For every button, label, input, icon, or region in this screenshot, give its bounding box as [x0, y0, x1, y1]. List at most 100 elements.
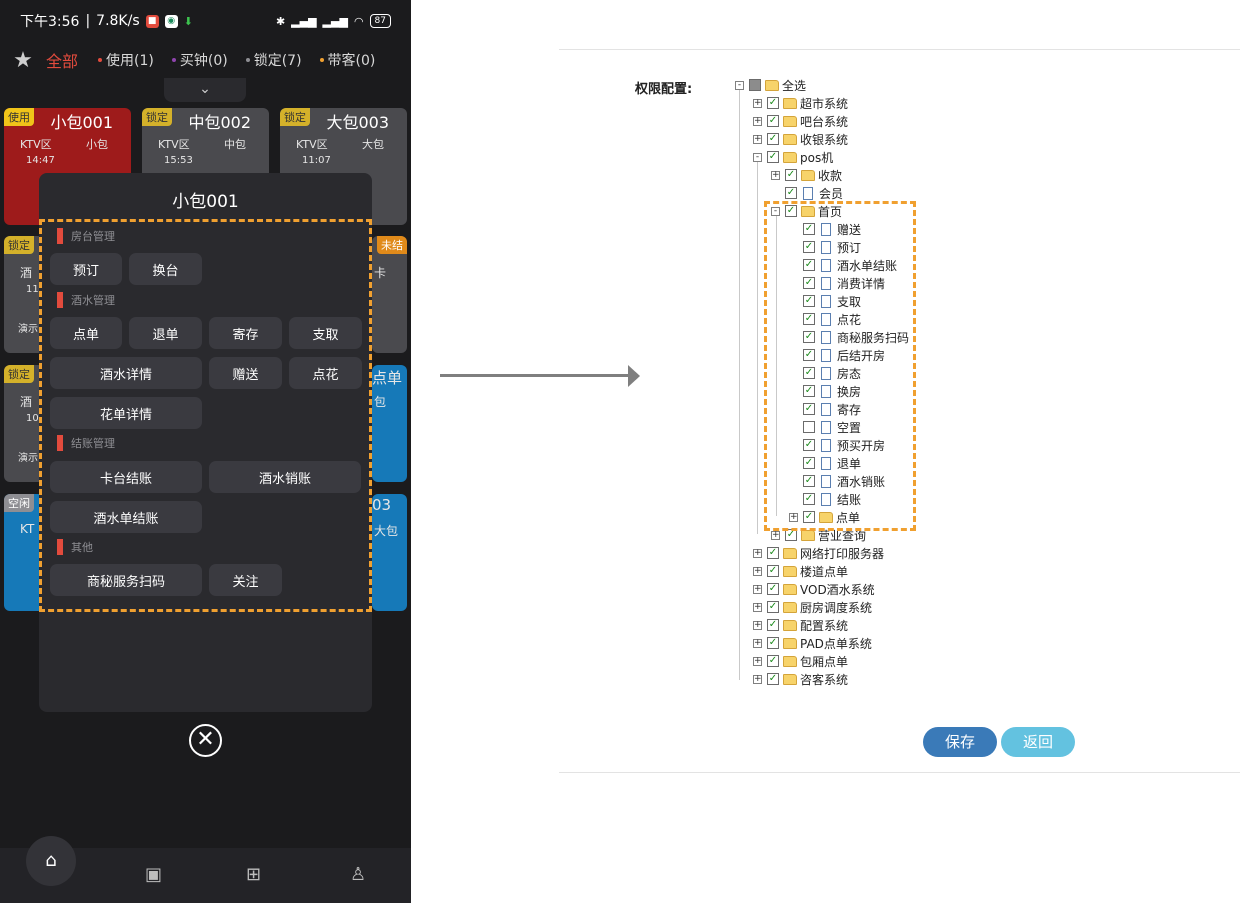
collapse-icon[interactable]: -	[753, 152, 762, 162]
tree-node[interactable]: +✓厨房调度系统	[753, 598, 872, 616]
return-order-button[interactable]: 退单	[129, 317, 202, 349]
filter-locked[interactable]: 锁定(7)	[245, 50, 302, 70]
tree-checkbox[interactable]: ✓	[767, 115, 779, 127]
room-card[interactable]: 03 大包	[372, 494, 407, 611]
drink-writeoff-button[interactable]: 酒水销账	[209, 461, 361, 493]
back-button[interactable]: 返回	[1001, 727, 1075, 757]
expand-icon[interactable]: +	[789, 511, 798, 522]
tree-checkbox[interactable]	[803, 421, 815, 433]
tree-node[interactable]: ✓商秘服务扫码	[789, 328, 909, 346]
tree-checkbox[interactable]: ✓	[803, 331, 815, 343]
withdraw-button[interactable]: 支取	[289, 317, 362, 349]
tree-checkbox[interactable]: ✓	[767, 601, 779, 613]
tree-checkbox[interactable]: ✓	[785, 205, 797, 217]
tree-checkbox[interactable]: ✓	[803, 367, 815, 379]
tree-checkbox[interactable]: ✓	[785, 187, 797, 199]
tree-checkbox[interactable]: ✓	[803, 295, 815, 307]
flower-button[interactable]: 点花	[289, 357, 362, 389]
tree-checkbox[interactable]: ✓	[803, 511, 815, 523]
drink-detail-button[interactable]: 酒水详情	[50, 357, 202, 389]
gift-button[interactable]: 赠送	[209, 357, 282, 389]
tree-node[interactable]: ✓房态	[789, 364, 861, 382]
tree-node[interactable]: ✓结账	[789, 490, 861, 508]
tree-node[interactable]: ✓赠送	[789, 220, 861, 238]
tree-node[interactable]: ✓预买开房	[789, 436, 885, 454]
tree-checkbox[interactable]: ✓	[803, 385, 815, 397]
tree-checkbox[interactable]: ✓	[803, 457, 815, 469]
expand-icon[interactable]: +	[753, 565, 762, 576]
tree-node[interactable]: +✓PAD点单系统	[753, 634, 872, 652]
tree-checkbox[interactable]: ✓	[767, 133, 779, 145]
tree-node[interactable]: ✓支取	[789, 292, 861, 310]
flower-detail-button[interactable]: 花单详情	[50, 397, 202, 429]
tree-node[interactable]: 空置	[789, 418, 861, 436]
tree-node[interactable]: -全选	[735, 76, 806, 94]
tree-checkbox[interactable]: ✓	[803, 493, 815, 505]
chevron-down-icon[interactable]: ⌄	[164, 78, 246, 102]
room-card[interactable]: 空闲 KT	[4, 494, 44, 611]
tree-checkbox[interactable]: ✓	[767, 583, 779, 595]
tree-checkbox[interactable]: ✓	[803, 475, 815, 487]
filter-in-use[interactable]: 使用(1)	[98, 50, 154, 70]
expand-icon[interactable]: +	[753, 619, 762, 630]
expand-icon[interactable]: +	[771, 169, 780, 180]
tree-node[interactable]: ✓预订	[789, 238, 861, 256]
tree-checkbox[interactable]: ✓	[785, 169, 797, 181]
save-button[interactable]: 保存	[923, 727, 997, 757]
tree-checkbox[interactable]: ✓	[767, 97, 779, 109]
change-room-button[interactable]: 换台	[129, 253, 202, 285]
room-card[interactable]: 锁定 酒 11 演示	[4, 236, 44, 353]
tree-node[interactable]: +✓吧台系统	[753, 112, 848, 130]
room-card[interactable]: 锁定 酒 10 演示	[4, 365, 44, 482]
tree-checkbox[interactable]: ✓	[767, 151, 779, 163]
tree-checkbox[interactable]: ✓	[803, 259, 815, 271]
tree-checkbox[interactable]	[749, 79, 761, 91]
room-checkout-button[interactable]: 卡台结账	[50, 461, 202, 493]
expand-icon[interactable]: +	[753, 547, 762, 558]
collapse-icon[interactable]: -	[771, 206, 780, 216]
tree-node[interactable]: +✓配置系统	[753, 616, 848, 634]
expand-icon[interactable]: +	[771, 529, 780, 540]
add-box-icon[interactable]: ⊞	[246, 864, 262, 885]
tree-node[interactable]: +✓VOD酒水系统	[753, 580, 875, 598]
drink-bill-checkout-button[interactable]: 酒水单结账	[50, 501, 202, 533]
room-card[interactable]: 未结 卡	[372, 236, 407, 353]
tree-checkbox[interactable]: ✓	[803, 223, 815, 235]
close-icon[interactable]: ✕	[189, 724, 222, 757]
follow-button[interactable]: 关注	[209, 564, 282, 596]
tree-node[interactable]: ✓退单	[789, 454, 861, 472]
tree-node[interactable]: +✓超市系统	[753, 94, 848, 112]
tree-checkbox[interactable]: ✓	[803, 241, 815, 253]
room-card[interactable]: 点单 包	[372, 365, 407, 482]
tree-checkbox[interactable]: ✓	[767, 655, 779, 667]
reserve-button[interactable]: 预订	[50, 253, 122, 285]
tree-node[interactable]: ✓酒水单结账	[789, 256, 897, 274]
tree-checkbox[interactable]: ✓	[803, 439, 815, 451]
star-icon[interactable]: ★	[13, 47, 33, 73]
tree-checkbox[interactable]: ✓	[767, 547, 779, 559]
tree-node[interactable]: -✓首页	[771, 202, 842, 220]
filter-all[interactable]: 全部	[46, 52, 79, 71]
tree-checkbox[interactable]: ✓	[803, 313, 815, 325]
store-button[interactable]: 寄存	[209, 317, 282, 349]
expand-icon[interactable]: +	[753, 583, 762, 594]
tree-checkbox[interactable]: ✓	[767, 619, 779, 631]
tree-node[interactable]: +✓营业查询	[771, 526, 866, 544]
expand-icon[interactable]: +	[753, 601, 762, 612]
tree-checkbox[interactable]: ✓	[767, 637, 779, 649]
tree-checkbox[interactable]: ✓	[767, 673, 779, 685]
tree-node[interactable]: ✓换房	[789, 382, 861, 400]
expand-icon[interactable]: +	[753, 133, 762, 144]
tree-node[interactable]: +✓收款	[771, 166, 842, 184]
expand-icon[interactable]: +	[753, 637, 762, 648]
order-button[interactable]: 点单	[50, 317, 122, 349]
tree-node[interactable]: ✓酒水销账	[789, 472, 885, 490]
tree-node[interactable]: +✓网络打印服务器	[753, 544, 884, 562]
expand-icon[interactable]: +	[753, 655, 762, 666]
tree-checkbox[interactable]: ✓	[803, 403, 815, 415]
tree-node[interactable]: -✓pos机	[753, 148, 833, 166]
secret-scan-button[interactable]: 商秘服务扫码	[50, 564, 202, 596]
wallet-icon[interactable]: ▣	[145, 864, 163, 885]
expand-icon[interactable]: +	[753, 673, 762, 684]
tree-node[interactable]: ✓消费详情	[789, 274, 885, 292]
